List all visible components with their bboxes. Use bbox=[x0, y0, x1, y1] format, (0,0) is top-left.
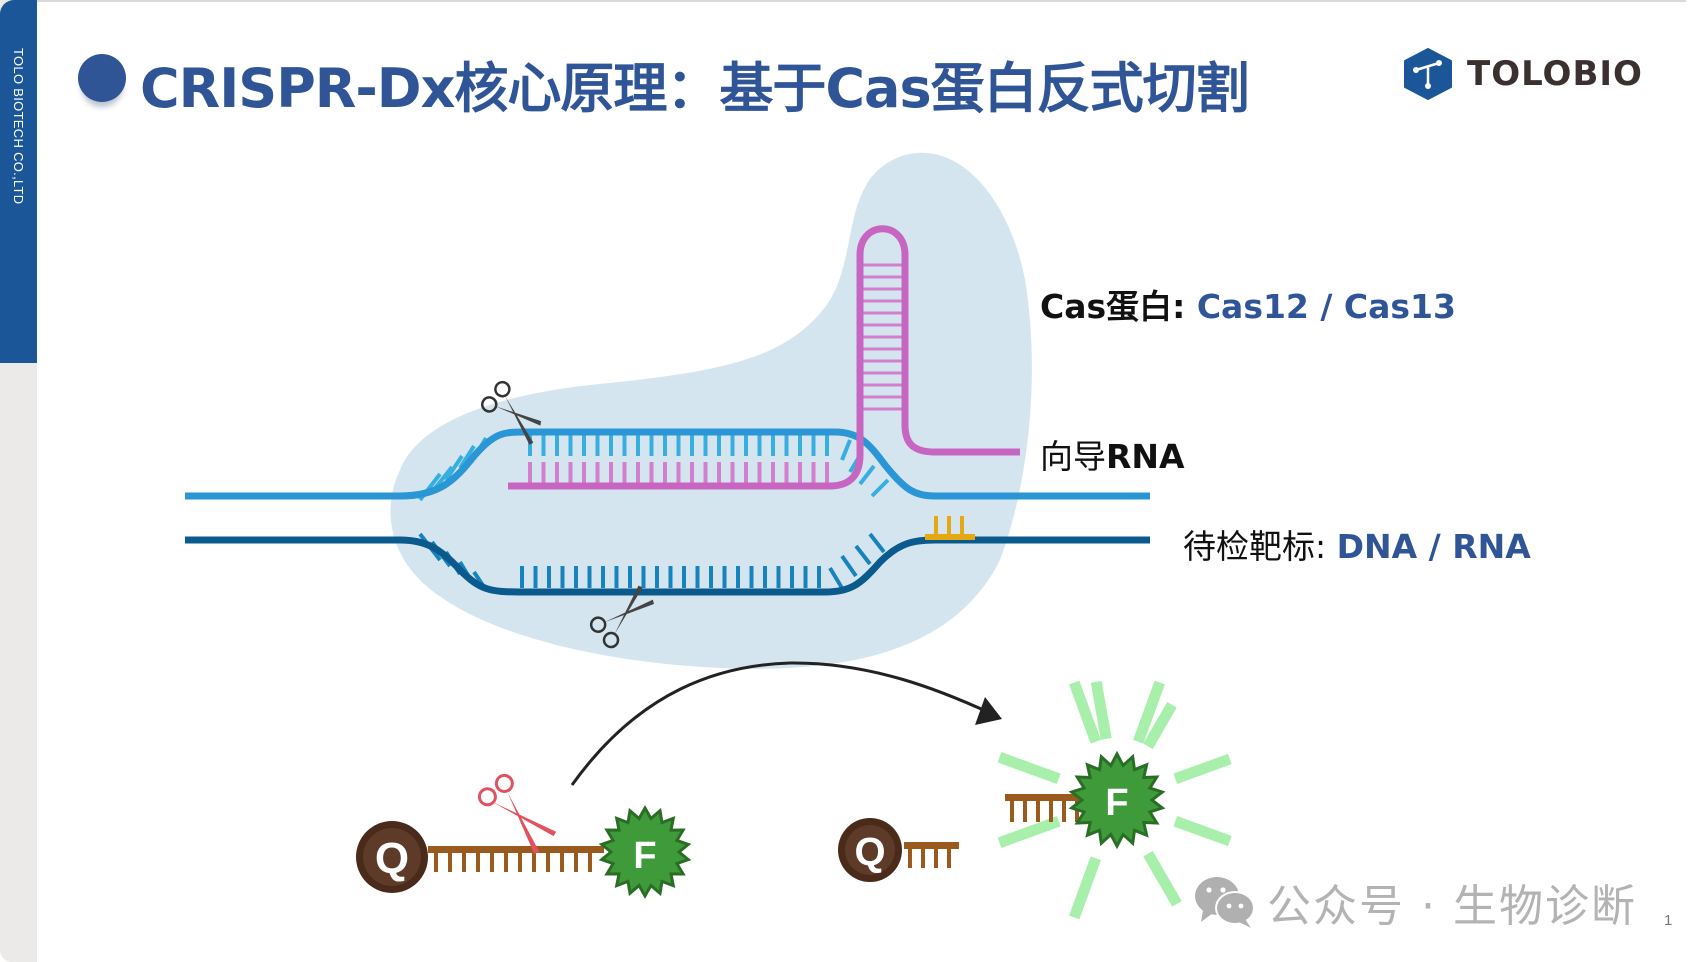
dna-bottom-strand bbox=[185, 536, 1150, 596]
scissors-trans-icon bbox=[477, 773, 557, 854]
svg-text:Q: Q bbox=[375, 834, 409, 883]
glow-ray bbox=[1173, 753, 1232, 784]
target-label-prefix: 待检靶标: bbox=[1183, 527, 1337, 566]
base bbox=[870, 478, 890, 498]
reporter-intact bbox=[428, 846, 604, 872]
base bbox=[840, 439, 852, 461]
target-label-value: DNA / RNA bbox=[1336, 527, 1531, 566]
wechat-icon bbox=[1195, 877, 1255, 928]
base bbox=[840, 554, 858, 578]
fluorescence-glow bbox=[997, 680, 1232, 920]
trans-cleavage-arrow bbox=[570, 661, 991, 786]
glow-ray bbox=[1069, 856, 1101, 920]
guide-rna-hairpin-bases bbox=[863, 263, 902, 411]
sidebar-brand-band bbox=[0, 0, 37, 363]
dna-nontarget-strand-bases bbox=[418, 532, 886, 592]
svg-text:F: F bbox=[1105, 782, 1128, 824]
title-bullet-icon bbox=[78, 54, 126, 102]
scissors-cis-bottom-icon bbox=[589, 585, 654, 649]
glow-ray bbox=[1173, 816, 1232, 847]
cas-protein-label: Cas蛋白: Cas12 / Cas13 bbox=[1040, 280, 1456, 328]
base bbox=[858, 464, 876, 486]
company-logo: TOLOBIO bbox=[1403, 48, 1643, 100]
svg-text:Q: Q bbox=[854, 830, 885, 874]
top-border bbox=[0, 0, 1686, 2]
base bbox=[868, 532, 886, 554]
watermark-text: 公众号 · 生物诊断 bbox=[1267, 881, 1637, 932]
fluorophore-quenched-icon: F bbox=[598, 804, 692, 900]
cas-protein-shape bbox=[390, 152, 1032, 669]
reporter-cleaved: Q F bbox=[838, 680, 1232, 920]
logo-text: TOLOBIO bbox=[1467, 54, 1643, 94]
glow-ray bbox=[1143, 701, 1177, 750]
scissors-cis-top-icon bbox=[481, 380, 542, 445]
arrow-head-icon bbox=[975, 697, 1002, 725]
dna-duplex-right bbox=[938, 498, 1145, 538]
guide-label-cn: 向导 bbox=[1040, 437, 1106, 476]
glow-ray bbox=[1090, 680, 1112, 740]
guide-label-en: RNA bbox=[1106, 437, 1185, 476]
fluorophore-free-icon bbox=[1068, 750, 1166, 850]
glow-ray bbox=[1069, 680, 1101, 744]
slide-title: CRISPR-Dx核心原理：基于Cas蛋白反式切割 bbox=[140, 57, 1250, 120]
sidebar: TOLO BIOTECH CO.,LTD bbox=[0, 0, 37, 962]
svg-text:F: F bbox=[633, 835, 656, 877]
glow-ray bbox=[997, 752, 1061, 784]
dna-duplex-left bbox=[190, 498, 397, 538]
base bbox=[444, 454, 464, 482]
base bbox=[458, 444, 476, 470]
cas-label-value: Cas12 / Cas13 bbox=[1196, 287, 1456, 326]
glow-ray bbox=[997, 816, 1061, 848]
glow-ray bbox=[1133, 680, 1165, 744]
quencher-icon: Q bbox=[356, 821, 428, 893]
page-number: 1 bbox=[1664, 912, 1673, 929]
cas-label-prefix: Cas蛋白: bbox=[1040, 287, 1197, 326]
wechat-watermark: 公众号 · 生物诊断 bbox=[1193, 870, 1637, 934]
target-label: 待检靶标: DNA / RNA bbox=[1183, 520, 1531, 568]
pam-site bbox=[925, 516, 975, 540]
guide-rna-bases bbox=[528, 462, 829, 483]
guide-rna-label: 向导RNA bbox=[1040, 430, 1185, 478]
base bbox=[854, 544, 872, 566]
base bbox=[828, 566, 844, 590]
guide-rna bbox=[508, 225, 1020, 490]
company-name: TOLO BIOTECH CO.,LTD bbox=[11, 48, 26, 205]
tolobio-hexagon-icon bbox=[1404, 48, 1452, 100]
glow-ray bbox=[1143, 850, 1182, 907]
